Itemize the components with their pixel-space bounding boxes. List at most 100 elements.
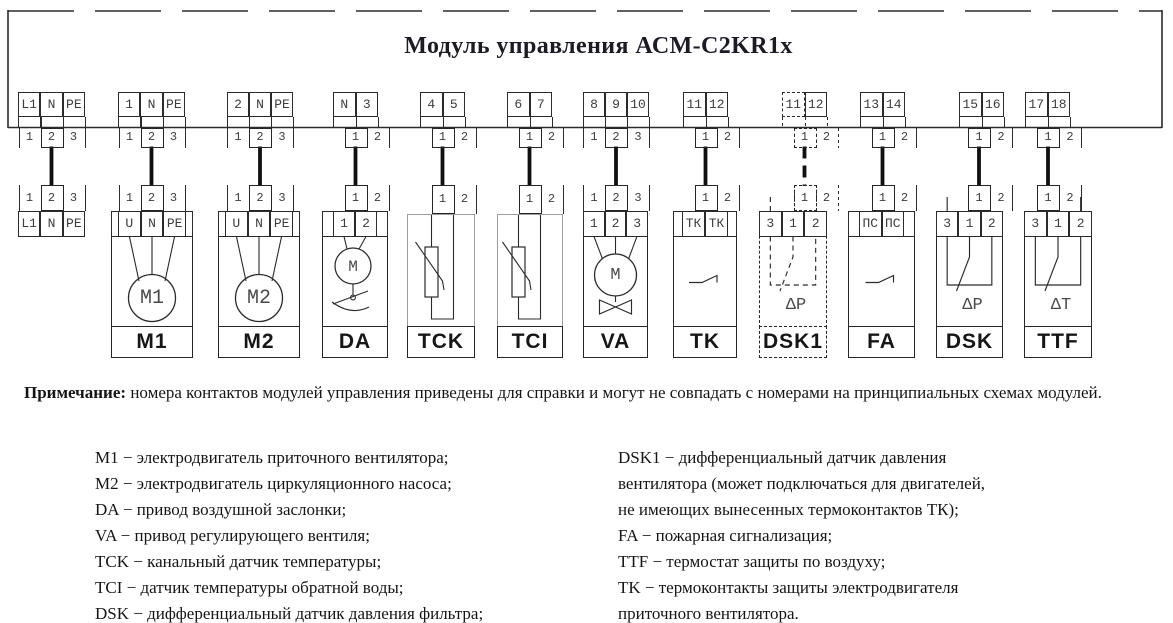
device-name-ttf: TTF — [1024, 326, 1092, 358]
device-wire-row-m2-number: 1 — [234, 190, 242, 205]
device-wire-row-m2-number: 3 — [278, 190, 286, 205]
module-wire-row-va-wire-terminal — [605, 127, 628, 148]
terminal-stub-tick — [420, 117, 422, 128]
legend-item: FA − пожарная сигнализация; — [618, 526, 833, 545]
module-terminal-block-va-cell: 10 — [627, 92, 649, 117]
device-wire-row-m2-tick — [293, 185, 295, 211]
thermistor-diagonal — [415, 241, 445, 291]
terminal-stub-tick — [649, 117, 651, 128]
terminal-stub-tick — [728, 117, 730, 128]
device-wire-row-tk-tick — [738, 185, 740, 211]
device-terminal-row-m2-cell: PE — [270, 211, 293, 237]
mains-terminal-block-cell: PE — [62, 211, 85, 237]
legend-item: TTF − термостат защиты по воздуху; — [618, 552, 886, 571]
terminal-stub-tick — [378, 117, 380, 128]
pressure-switch-blade — [779, 236, 794, 292]
pressure-switch-contacts — [769, 236, 817, 286]
device-wire-row-va-tick — [649, 185, 651, 211]
device-name-tck: TCK — [407, 326, 475, 358]
module-wire-row-dsk-number: 2 — [997, 130, 1005, 144]
device-wire-row-va-number: 1 — [590, 190, 598, 205]
terminal-stub-tick — [529, 117, 531, 128]
device-wire-row-m2-wire-terminal — [249, 185, 272, 211]
module-wire-row-ttf-tick — [1081, 127, 1083, 148]
device-wire-row-va-tick — [583, 185, 585, 211]
module-terminal-block-power-input-cell: PE — [62, 92, 85, 117]
module-wire-row-tci-wire-terminal — [518, 127, 542, 148]
device-wire-row-dsk1-wire-terminal — [793, 185, 817, 211]
device-wire-row-tk-number: 1 — [701, 190, 710, 205]
legend-item: TCI − датчик температуры обратной воды; — [95, 578, 404, 597]
module-wire-row-power-input-tick — [84, 127, 86, 148]
device-wire-row-m2-tick — [227, 185, 229, 211]
module-terminal-block-tci-cell: 6 — [507, 92, 530, 117]
device-wire-row-dsk1-number: 2 — [822, 190, 831, 205]
module-terminal-block-da-cell: 3 — [355, 92, 378, 117]
device-terminal-row-m1-cell: N — [140, 211, 164, 237]
terminal-stub-tick — [627, 117, 629, 128]
module-terminal-block-ttf-cell: 17 — [1025, 92, 1048, 117]
delta-p-label: ΔP — [785, 296, 807, 315]
terminal-stub-tick — [293, 117, 295, 128]
module-wire-row-ttf-number: 1 — [1044, 130, 1052, 144]
module-terminal-block-m1-cell: PE — [162, 92, 185, 117]
legend-item: M1 − электродвигатель приточного вентиля… — [95, 448, 449, 467]
module-wire-row-da-number: 2 — [373, 130, 382, 144]
terminal-stub-tick — [333, 117, 335, 128]
module-terminal-block-dsk1-cell: 11 — [782, 92, 805, 117]
module-wire-row-m2-number: 3 — [278, 130, 286, 144]
device-wire-row-dsk-number: 2 — [997, 190, 1005, 205]
module-wire-row-m1-wire-terminal — [140, 127, 164, 148]
thermal-contact-symbol — [865, 274, 895, 284]
module-wire-row-m1-number: 2 — [147, 130, 156, 144]
valve-wire — [627, 235, 638, 260]
device-wire-row-dsk1-tick — [837, 185, 839, 211]
device-wire-row-fa-number: 1 — [878, 190, 887, 205]
module-wire-row-tk-tick — [738, 127, 740, 148]
device-wire-row-tk-wire-terminal — [694, 185, 718, 211]
device-name-m2: M2 — [218, 326, 300, 358]
device-wire-row-dsk-wire-terminal — [968, 185, 991, 211]
module-wire-row-va-number: 1 — [590, 130, 598, 144]
legend-item: вентилятора (может подключаться для двиг… — [618, 474, 986, 493]
module-wire-row-m1-number: 3 — [169, 130, 178, 144]
note-text: номера контактов модулей управления прив… — [130, 383, 1102, 402]
terminal-stub-tick — [583, 117, 585, 128]
module-wire-row-ttf-number: 2 — [1066, 130, 1074, 144]
device-wire-row-tck-number: 2 — [460, 191, 469, 206]
device-wire-row-fa-tick — [915, 185, 917, 211]
motor-circle — [234, 273, 284, 323]
module-wire-row-dsk1-tick — [837, 127, 839, 148]
module-wire-row-tck-wire-terminal — [431, 127, 455, 148]
terminal-stub-tick — [1025, 117, 1027, 128]
module-wire-row-dsk1-number: 2 — [822, 130, 831, 144]
device-terminal-row-dsk-cell: 3 — [936, 211, 959, 237]
module-wire-row-fa-wire-terminal — [871, 127, 895, 148]
mains-wire-row-tick — [84, 185, 86, 211]
legend-item: VA − привод регулирующего вентиля; — [95, 526, 370, 545]
module-wire-row-dsk1-number: 1 — [800, 130, 809, 144]
device-terminal-row-fa-cell: ПС — [881, 211, 904, 237]
device-name-dsk: DSK — [936, 326, 1003, 358]
device-wire-row-tck-tick — [475, 185, 477, 214]
terminal-stub-tick — [40, 117, 42, 128]
device-wire-row-da-tick — [388, 185, 390, 211]
terminal-stub-tick — [827, 117, 829, 128]
terminal-stub-tick — [552, 117, 554, 128]
module-wire-row-tci-number: 2 — [547, 130, 556, 144]
module-wire-row-tck-number: 2 — [460, 130, 469, 144]
module-wire-row-tk-number: 2 — [723, 130, 732, 144]
device-terminal-row-tk-cell: ТК — [705, 211, 728, 237]
thermostat-blade — [1044, 236, 1059, 292]
device-terminal-row-dsk1-cell: 3 — [759, 211, 782, 237]
module-terminal-block-dsk1-cell: 12 — [804, 92, 827, 117]
module-terminal-block-va-cell: 8 — [583, 92, 605, 117]
module-terminal-block-m1-cell: 1 — [118, 92, 141, 117]
terminal-stub-tick — [355, 117, 357, 128]
device-terminal-row-m2-pad — [292, 211, 300, 237]
terminal-stub-tick — [507, 117, 509, 128]
mains-wire-row-number: 2 — [47, 190, 56, 205]
device-terminal-row-tk-pad — [727, 211, 737, 237]
device-wire-row-fa-wire-terminal — [871, 185, 895, 211]
